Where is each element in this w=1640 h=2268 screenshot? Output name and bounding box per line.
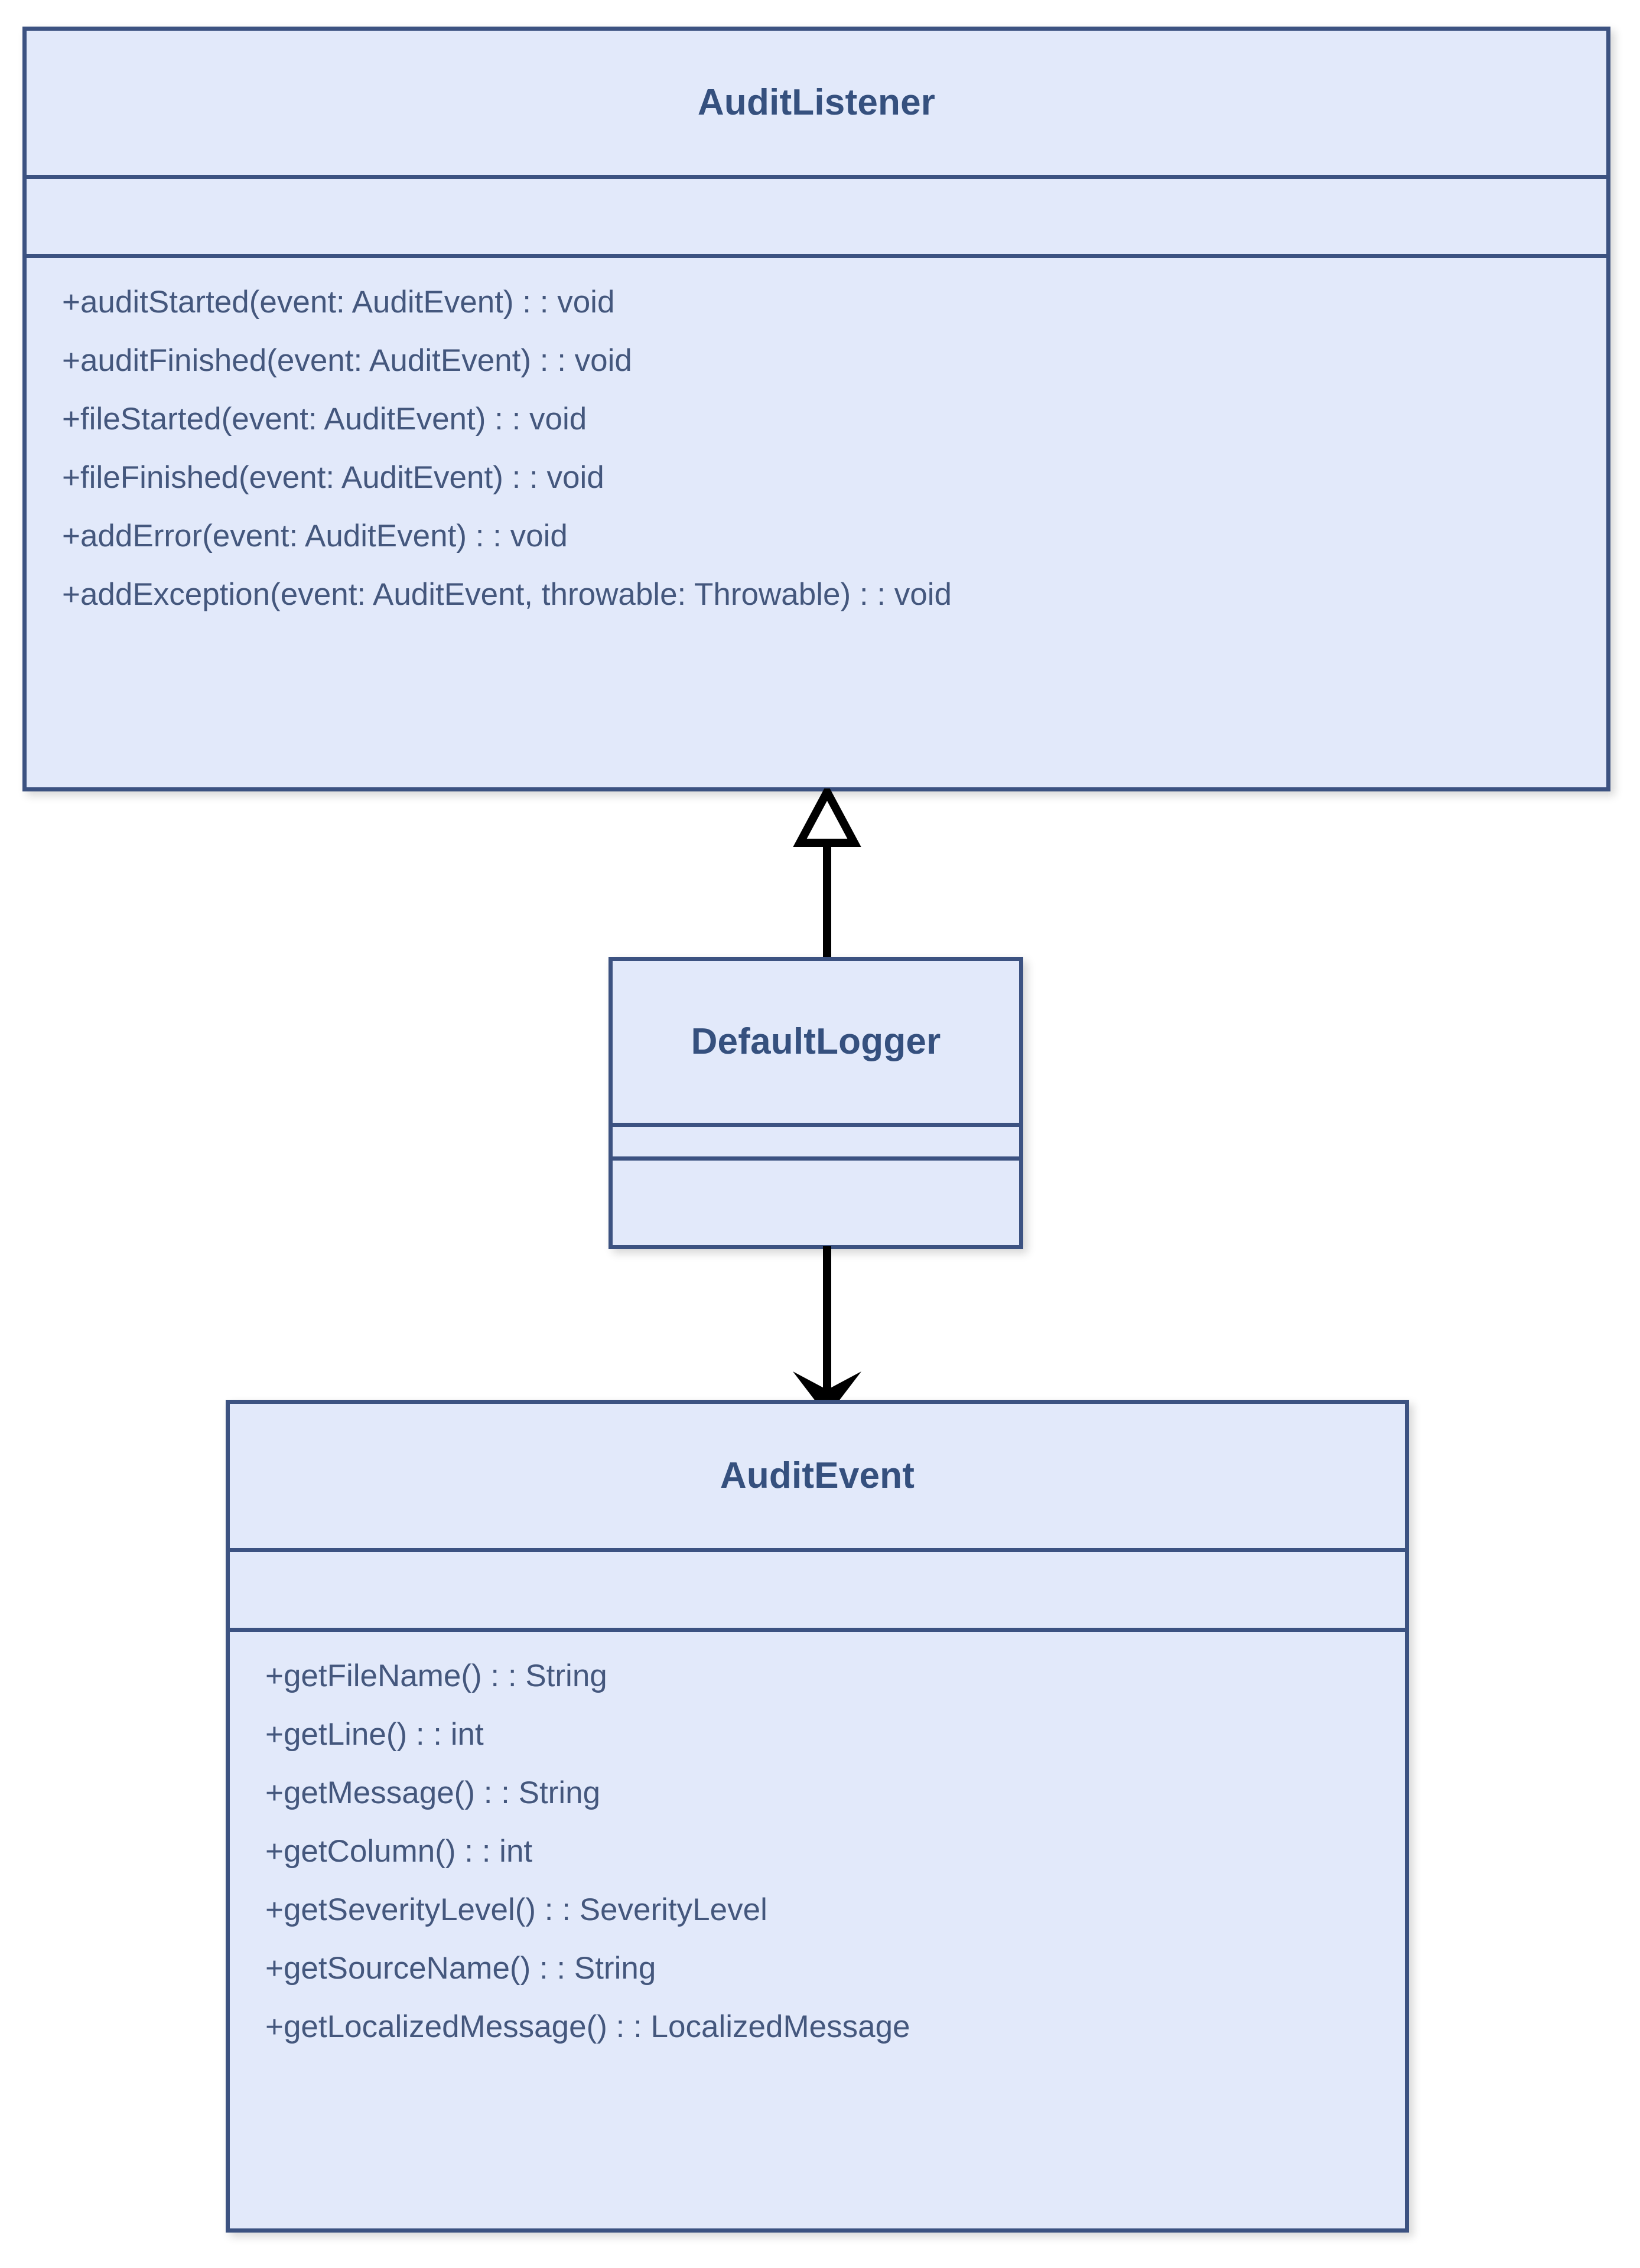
class-operation: +addException(event: AuditEvent, throwab… [62, 577, 952, 612]
class-name-auditevent: AuditEvent [720, 1455, 915, 1496]
uml-class-auditevent[interactable]: AuditEvent +getFileName() : : String +ge… [226, 1400, 1409, 2233]
class-operations-compartment: +auditStarted(event: AuditEvent) : : voi… [27, 258, 1606, 787]
class-operation: +getSeverityLevel() : : SeverityLevel [265, 1892, 767, 1927]
class-operation: +getSourceName() : : String [265, 1951, 656, 1986]
class-operation: +getLocalizedMessage() : : LocalizedMess… [265, 2009, 910, 2044]
class-operations-compartment: +getFileName() : : String +getLine() : :… [230, 1632, 1405, 2228]
class-title-compartment: AuditEvent [230, 1404, 1405, 1552]
class-name-auditlistener: AuditListener [697, 82, 936, 123]
class-title-compartment: DefaultLogger [613, 961, 1019, 1127]
filled-arrowhead-icon [793, 1371, 861, 1416]
class-operation: +getColumn() : : int [265, 1834, 533, 1869]
connector-association-defaultlogger-to-auditevent [793, 1246, 861, 1416]
class-operations-compartment [613, 1161, 1019, 1245]
class-name-defaultlogger: DefaultLogger [691, 1021, 941, 1062]
class-operation: +getMessage() : : String [265, 1775, 601, 1810]
class-operation: +getLine() : : int [265, 1717, 484, 1752]
hollow-triangle-arrowhead-icon [793, 788, 861, 847]
class-title-compartment: AuditListener [27, 31, 1606, 179]
class-attributes-compartment [27, 179, 1606, 258]
class-attributes-compartment [230, 1552, 1405, 1632]
uml-class-defaultlogger[interactable]: DefaultLogger [609, 957, 1023, 1249]
class-operation: +addError(event: AuditEvent) : : void [62, 519, 568, 553]
class-operation: +getFileName() : : String [265, 1658, 607, 1693]
connector-realization-defaultlogger-to-auditlistener [793, 788, 861, 966]
class-operation: +auditStarted(event: AuditEvent) : : voi… [62, 285, 615, 320]
class-operation: +fileFinished(event: AuditEvent) : : voi… [62, 460, 604, 495]
class-operation: +auditFinished(event: AuditEvent) : : vo… [62, 343, 632, 378]
class-operation: +fileStarted(event: AuditEvent) : : void [62, 402, 587, 436]
class-attributes-compartment [613, 1127, 1019, 1161]
uml-class-auditlistener[interactable]: AuditListener +auditStarted(event: Audit… [22, 27, 1610, 791]
